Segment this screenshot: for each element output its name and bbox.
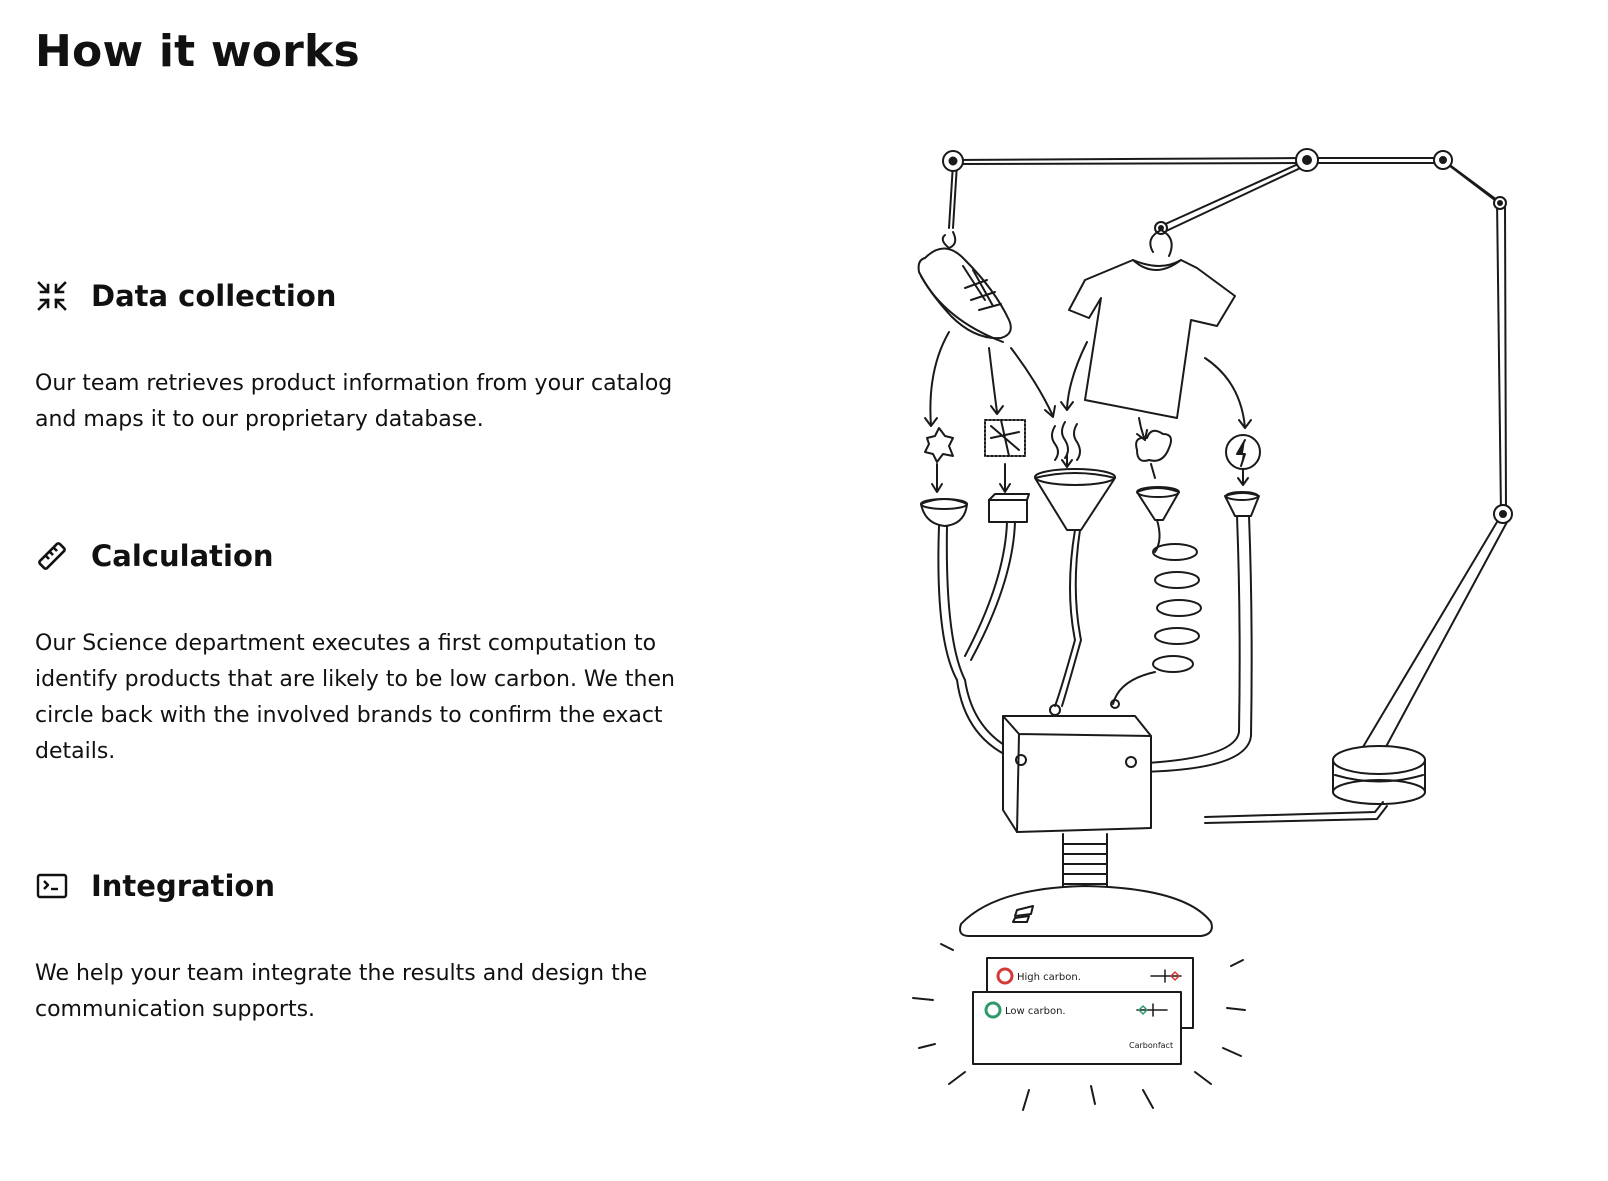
weight-base: [1204, 745, 1426, 824]
step-title: Integration: [91, 869, 275, 903]
flow-arrows: [924, 331, 1252, 493]
low-carbon-label: Low carbon.: [1005, 1006, 1066, 1017]
processing-box: [959, 699, 1213, 937]
process-machine-illustration: High carbon. Low carbon. Carbonfact: [905, 120, 1585, 1140]
step-title: Calculation: [91, 539, 274, 573]
compress-arrows-icon: [35, 279, 69, 313]
step-description: Our Science department executes a first …: [35, 631, 675, 764]
step-calculation: Calculation Our Science department execu…: [35, 536, 715, 770]
glow-rays: [912, 943, 1246, 1111]
step-integration: Integration We help your team integrate …: [35, 866, 715, 1028]
terminal-icon: [35, 869, 69, 903]
ruler-icon: [35, 539, 69, 573]
step-title: Data collection: [91, 279, 337, 313]
step-header: Data collection: [35, 276, 715, 316]
tshirt-drawing: [1068, 229, 1236, 419]
step-description: Our team retrieves product information f…: [35, 371, 673, 432]
step-header: Integration: [35, 866, 715, 906]
hanger-rail: [942, 148, 1513, 757]
step-data-collection: Data collection Our team retrieves produ…: [35, 276, 715, 438]
step-description: We help your team integrate the results …: [35, 961, 648, 1022]
input-funnels: [920, 468, 1260, 531]
step-header: Calculation: [35, 536, 715, 576]
brand-label: Carbonfact: [1129, 1041, 1173, 1050]
result-cards: High carbon. Low carbon. Carbonfact: [972, 957, 1194, 1065]
shoe-drawing: [917, 231, 1012, 343]
high-carbon-label: High carbon.: [1017, 972, 1081, 983]
page-title: How it works: [35, 26, 360, 77]
factor-symbols: [924, 419, 1261, 470]
pipes: [937, 515, 1253, 773]
